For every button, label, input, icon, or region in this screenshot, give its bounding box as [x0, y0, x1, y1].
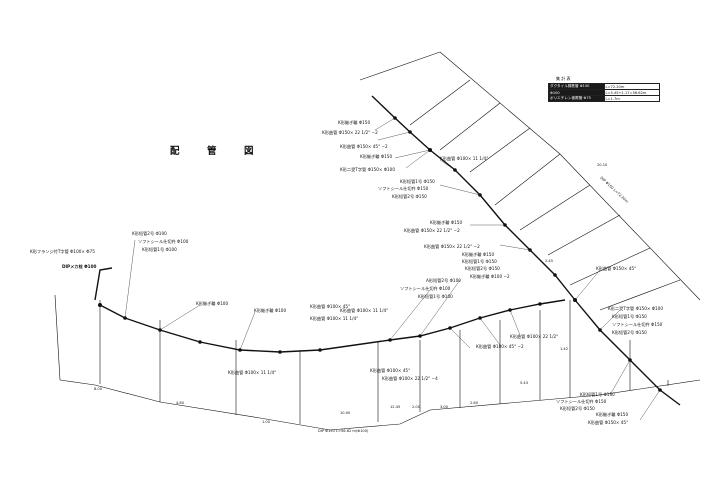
label-18: K形短管1号 Φ150 — [612, 313, 647, 320]
label-17: K形二受T字管 Φ150× Φ100 — [608, 305, 663, 312]
leader-lines — [124, 117, 661, 421]
dimension-texts: 1.00 4.80 8.00 10.00 12.45 2.60 5.43 20.… — [94, 163, 629, 433]
dim-d11: 3.00 — [440, 405, 449, 409]
label-16: K形曲管 Φ150× 45° — [596, 265, 636, 272]
dim-d4: 10.00 — [340, 411, 351, 415]
pipe-routes — [94, 95, 681, 406]
label-14: K形短管1号 Φ150 — [462, 258, 497, 265]
label-32: ソフトシール仕切弁 Φ100 — [400, 285, 451, 292]
label-08: K形短管2号 Φ150 — [392, 193, 427, 200]
dim-d9: DIP Φ150 L=56.62 m(Φ100) — [318, 429, 369, 433]
label-22: ソフトシール仕切弁 Φ100 — [138, 238, 189, 245]
summary-table-title: 集 計 表 — [556, 76, 571, 81]
label-44: K形曲管 Φ150× 45° — [588, 419, 628, 426]
summary-row-name: ポリエチレン被覆管 Φ75 — [548, 95, 605, 102]
label-28: K形曲管 Φ100× 11 1/4° — [228, 369, 276, 376]
label-05: K形二受T字管 Φ150× Φ100 — [340, 166, 395, 173]
label-07: ソフトシール仕切弁 Φ150 — [378, 185, 429, 192]
dim-d7: 5.43 — [520, 381, 528, 385]
label-19: ソフトシール仕切弁 Φ150 — [612, 321, 663, 328]
fitting-labels: K形継ぎ輪 Φ150 K形曲管 Φ150× 22 1/2° −2 K形曲管 Φ1… — [30, 119, 663, 426]
label-25: DIPメカ栓 Φ100 — [62, 263, 97, 270]
label-30: K形曲管 Φ100× 11 1/4° — [310, 315, 358, 322]
label-40: K形短管1号 Φ150 — [580, 391, 615, 398]
summary-row-value: L=1.7m — [603, 95, 661, 102]
dim-d12: 2.00 — [412, 405, 421, 409]
dim-d13: 1.42 — [560, 347, 568, 351]
label-03: K形曲管 Φ150× 45° −2 — [340, 143, 388, 150]
summary-table-grid: ダクタイル鋳鉄管 Φ150 L=72.20m Φ100 L=5.45+1.17=… — [548, 83, 661, 102]
label-27: K形継ぎ輪 Φ100 — [254, 307, 286, 314]
label-10: K形継ぎ輪 Φ150 — [430, 219, 462, 226]
label-13: K形継ぎ輪 Φ150 — [462, 251, 494, 258]
dim-d3: 8.00 — [94, 387, 103, 391]
dim-d14: 2.45 — [545, 259, 553, 263]
label-31: A形短管2号 Φ100 — [426, 277, 461, 284]
label-11: K形曲管 Φ150× 22 1/2° −2 — [404, 227, 460, 234]
label-23: K形短管1号 Φ100 — [142, 246, 177, 253]
label-15: K形短管2号 Φ150 — [465, 265, 500, 272]
summary-table: 集 計 表 ダクタイル鋳鉄管 Φ150 L=72.20m Φ100 L=5.45… — [548, 76, 661, 102]
label-09: K形曲管 Φ100× 11 1/4° — [440, 155, 488, 162]
label-24: K形フランジ付T字管 Φ100× Φ75 — [30, 248, 95, 255]
label-06: K形短管1号 Φ150 — [400, 178, 435, 185]
label-38: K形曲管 Φ100× 22 1/2° — [510, 333, 558, 340]
label-33: K形短管1号 Φ100 — [418, 293, 453, 300]
summary-row: ポリエチレン被覆管 Φ75 L=1.7m — [548, 95, 661, 102]
dim-d2: 4.80 — [176, 401, 185, 405]
label-41: ソフトシール仕切弁 Φ150 — [556, 398, 607, 405]
label-26: K形継ぎ輪 Φ100 — [196, 300, 228, 307]
label-42: K形短管2号 Φ150 — [560, 405, 595, 412]
label-35: K形曲管 Φ100× 22 1/2° −4 — [382, 375, 438, 382]
label-34: K形曲管 Φ100× 45° — [370, 367, 410, 374]
label-12: K形曲管 Φ150× 22 1/2° −2 — [424, 243, 480, 250]
dim-d8: 20.10 — [597, 163, 608, 167]
dim-d6: 2.60 — [470, 401, 479, 405]
label-29: K形曲管 Φ100× 45° — [310, 303, 350, 310]
dimension-lines — [54, 51, 701, 431]
label-01: K形継ぎ輪 Φ150 — [338, 119, 370, 126]
dim-d5: 12.45 — [390, 405, 400, 409]
label-36: K形継ぎ輪 Φ100 −2 — [470, 273, 510, 280]
drawing-title: 配 管 図 — [170, 146, 263, 157]
label-43: K形継ぎ輪 Φ150 — [596, 411, 628, 418]
label-21: K形短管2号 Φ100 — [132, 230, 167, 237]
label-39: K形曲管 Φ100× 11 1/4° — [340, 307, 388, 314]
label-20: K形短管2号 Φ150 — [612, 329, 647, 336]
label-37: K形曲管 Φ100× 45° −2 — [476, 343, 524, 350]
label-04: K形継ぎ輪 Φ150 — [360, 153, 392, 160]
label-02: K形曲管 Φ150× 22 1/2° −2 — [322, 129, 378, 136]
dim-d1: 1.00 — [262, 420, 271, 424]
